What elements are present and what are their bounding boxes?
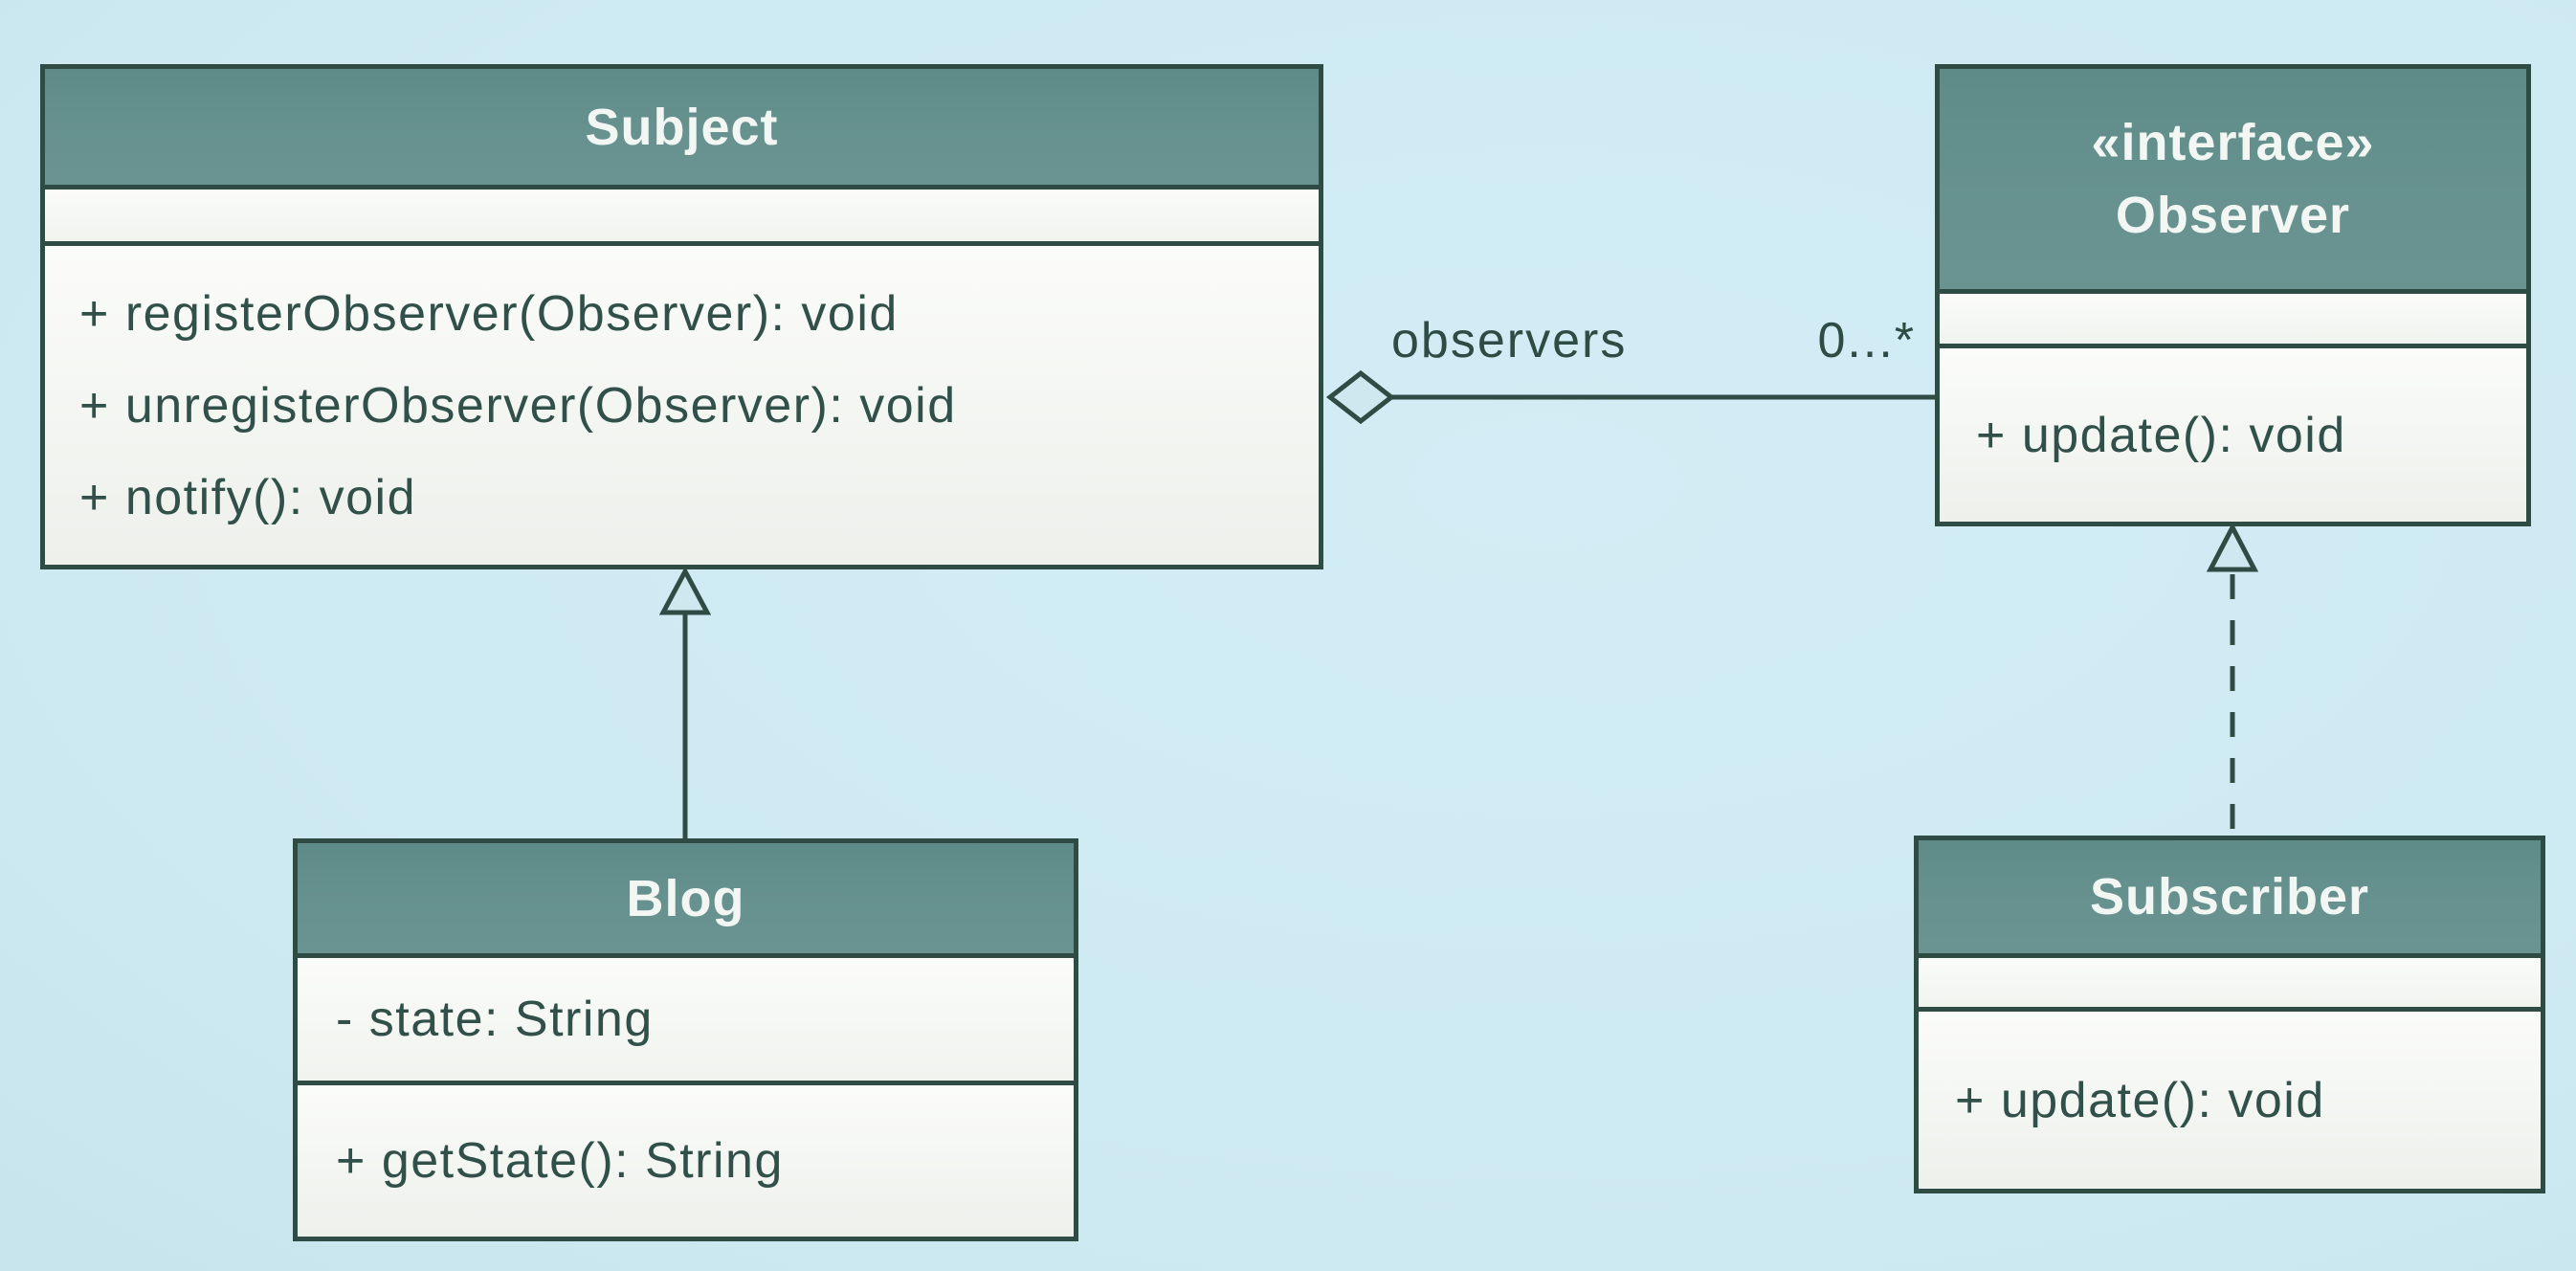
- class-box-observer: «interface» Observer + update(): void: [1935, 64, 2531, 526]
- class-header: «interface» Observer: [1940, 69, 2526, 294]
- class-header: Subscriber: [1919, 840, 2541, 958]
- method-update: + update(): void: [1955, 1072, 2325, 1128]
- class-name: Subscriber: [2089, 868, 2370, 925]
- method-register-observer: + registerObserver(Observer): void: [79, 286, 899, 342]
- realization-triangle-icon: [2206, 522, 2259, 572]
- association-multiplicity-label: 0...*: [1817, 313, 1916, 368]
- attributes-section-empty: [1919, 958, 2541, 1012]
- generalization-triangle-icon: [658, 566, 712, 615]
- class-header: Subject: [45, 69, 1319, 190]
- class-name: Blog: [626, 869, 745, 927]
- class-box-subscriber: Subscriber + update(): void: [1914, 836, 2545, 1193]
- class-name: Subject: [585, 98, 779, 156]
- methods-section: + registerObserver(Observer): void + unr…: [45, 246, 1319, 565]
- method-get-state: + getState(): String: [336, 1133, 784, 1189]
- class-header: Blog: [298, 843, 1074, 958]
- method-unregister-observer: + unregisterObserver(Observer): void: [79, 378, 957, 434]
- methods-section: + update(): void: [1919, 1012, 2541, 1189]
- methods-section: + update(): void: [1940, 348, 2526, 522]
- class-box-blog: Blog - state: String + getState(): Strin…: [293, 838, 1078, 1241]
- association-role-label: observers: [1391, 313, 1628, 368]
- attributes-section-empty: [45, 190, 1319, 246]
- attributes-section: - state: String: [298, 958, 1074, 1085]
- class-name: Observer: [2115, 187, 2351, 244]
- aggregation-diamond-icon: [1325, 369, 1396, 425]
- method-notify: + notify(): void: [79, 470, 417, 525]
- attribute-state: - state: String: [336, 992, 654, 1047]
- class-stereotype: «interface»: [2091, 114, 2375, 171]
- class-box-subject: Subject + registerObserver(Observer): vo…: [40, 64, 1323, 569]
- method-update: + update(): void: [1976, 407, 2346, 463]
- methods-section: + getState(): String: [298, 1085, 1074, 1237]
- attributes-section-empty: [1940, 294, 2526, 348]
